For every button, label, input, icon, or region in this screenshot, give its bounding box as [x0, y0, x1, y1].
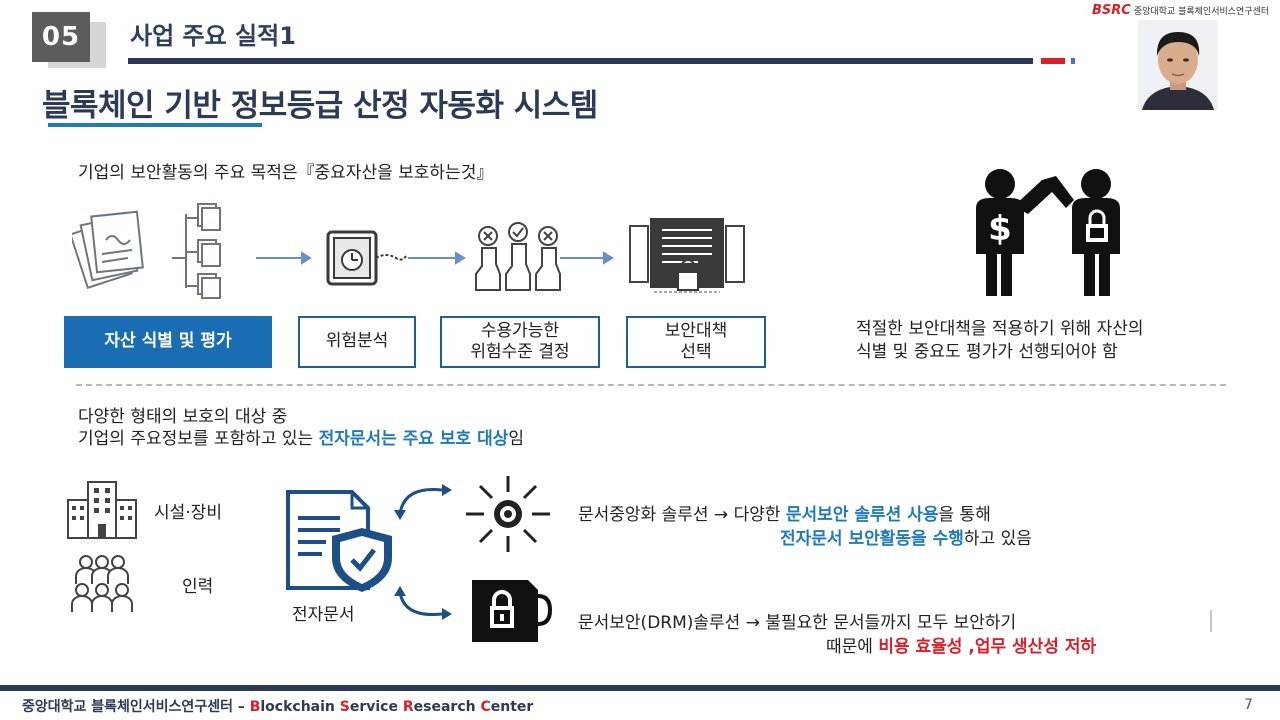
step-security-measure: 보안대책 선택 — [626, 316, 766, 368]
bottom-intro-line2: 기업의 주요정보를 포함하고 있는 전자문서는 주요 보호 대상임 — [78, 424, 524, 449]
right-note-line1: 적절한 보안대책을 적용하기 위해 자산의 — [856, 319, 1144, 339]
bottom-intro-line1: 다양한 형태의 보호의 대상 중 — [78, 407, 288, 427]
risk-analysis-icon — [326, 230, 407, 286]
svg-text:$: $ — [988, 209, 1012, 249]
intro-line2-prefix: 기업의 주요정보를 포함하고 있는 — [78, 429, 319, 449]
asset-people-label: 인력 — [182, 577, 214, 597]
solution2-line2-prefix: 때문에 — [826, 637, 879, 657]
footer-lockchain: lockchain — [260, 699, 340, 715]
documents-icon — [72, 203, 221, 299]
step-security-measure-label: 보안대책 선택 — [664, 320, 728, 362]
asset-protection-icon: $ — [976, 169, 1120, 296]
header-rule-dot — [1071, 58, 1075, 64]
section-divider — [76, 384, 1226, 386]
header-rule-red — [1041, 58, 1065, 64]
logo-mark: BSRC — [1092, 3, 1131, 18]
footer-esearch: esearch — [413, 699, 481, 715]
edge-mark — [1210, 610, 1212, 632]
section-title: 사업 주요 실적1 — [130, 22, 296, 50]
section-number-badge: 05 — [32, 12, 90, 62]
intro-line2-highlight: 전자문서는 주요 보호 대상 — [318, 429, 509, 449]
centralization-icon — [466, 476, 550, 552]
step-acceptable-risk: 수용가능한 위험수준 결정 — [440, 316, 600, 368]
step-asset-identification: 자산 식별 및 평가 — [64, 316, 272, 368]
people-icon — [71, 555, 133, 612]
page-number: 7 — [1244, 697, 1253, 713]
intro-line2-suffix: 임 — [508, 429, 525, 449]
footer-ervice: ervice — [349, 699, 403, 715]
cycle-arrows-icon — [394, 484, 452, 620]
solution2-line2: 때문에 비용 효율성 ,업무 생산성 저하 — [826, 632, 1096, 657]
electronic-document-icon — [286, 490, 392, 592]
footer-text: 중앙대학교 블록체인서비스연구센터 – Blockchain Service R… — [22, 696, 533, 716]
logo-org: 중앙대학교 블록체인서비스연구센터 — [1133, 7, 1270, 17]
solution1-prefix: 문서중앙화 솔루션 → 다양한 — [578, 505, 786, 525]
asset-document-label: 전자문서 — [292, 605, 355, 625]
footer-enter: enter — [490, 699, 534, 715]
solution1-highlight2: 전자문서 보안활동을 수행 — [780, 529, 964, 549]
right-note-line2: 식별 및 중요도 평가가 선행되어야 함 — [856, 342, 1118, 362]
solution1-line2: 전자문서 보안활동을 수행하고 있음 — [780, 524, 1032, 549]
process-arrows — [256, 251, 614, 265]
solution1-suffix: 하고 있음 — [963, 529, 1032, 549]
header-rule — [128, 58, 1033, 64]
building-icon — [67, 481, 137, 539]
asset-facility-label: 시설·장비 — [154, 503, 222, 523]
footer-b: B — [249, 699, 261, 715]
drm-lock-icon — [472, 580, 552, 642]
presenter-webcam — [1138, 20, 1218, 110]
solution2-highlight: 비용 효율성 ,업무 생산성 저하 — [878, 637, 1097, 657]
step-risk-analysis: 위험분석 — [298, 316, 416, 368]
title-underline — [48, 123, 262, 127]
solution2-line1: 문서보안(DRM)솔루션 → 불필요한 문서들까지 모두 보안하기 — [578, 613, 1017, 633]
footer-bar — [0, 685, 1280, 691]
intro-text: 기업의 보안활동의 주요 목적은『중요자산을 보호하는것』 — [78, 163, 494, 183]
solution1-line1: 문서중앙화 솔루션 → 다양한 문서보안 솔루션 사용을 통해 — [578, 500, 991, 525]
solution1-mid: 을 통해 — [938, 505, 991, 525]
security-measure-icon — [629, 218, 745, 293]
footer-s: S — [339, 699, 350, 715]
step-acceptable-risk-label: 수용가능한 위험수준 결정 — [470, 320, 570, 362]
footer-r: R — [402, 699, 414, 715]
footer-c: C — [480, 699, 491, 715]
decision-hands-icon — [475, 222, 561, 291]
solution1-highlight1: 문서보안 솔루션 사용 — [785, 505, 939, 525]
slide-title: 블록체인 기반 정보등급 산정 자동화 시스템 — [42, 88, 598, 124]
footer-prefix: 중앙대학교 블록체인서비스연구센터 – — [22, 699, 250, 715]
